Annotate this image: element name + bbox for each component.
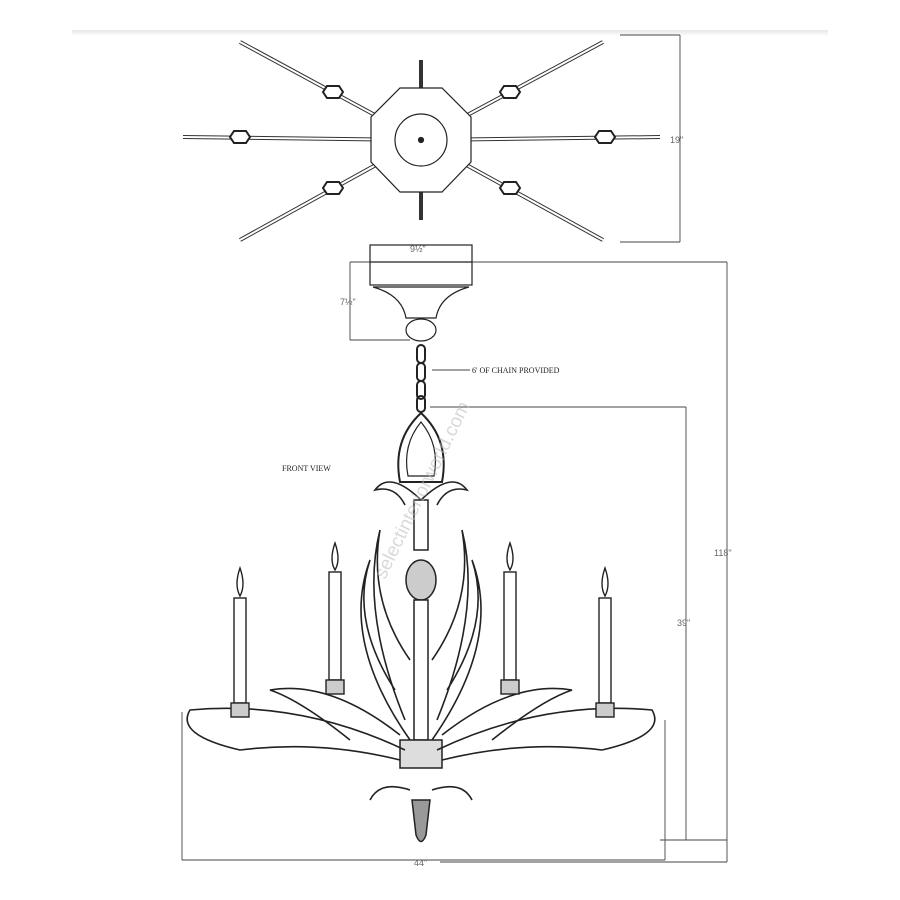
page-top-rule [72,30,828,36]
front-view-label: FRONT VIEW [282,464,331,473]
canopy [369,244,473,286]
dimension-body-height: 39" [677,618,690,628]
center-stem [399,499,443,843]
top-view-candle-cups [228,85,617,195]
watermark: selectinteriorworld.com [371,398,475,582]
leaf-scrolls [186,481,656,801]
canopy-bell [372,286,470,319]
hanging-loop [397,411,445,483]
dimension-lines [181,34,728,863]
dimension-top-depth: 19" [670,135,683,145]
dimension-overall-height: 118" [714,548,732,558]
dimension-width: 44" [414,858,427,868]
dimension-canopy-width: 9½" [410,244,426,254]
front-view [186,244,656,843]
chain [416,344,426,413]
candles [230,540,615,718]
chain-note: 6' OF CHAIN PROVIDED [472,366,560,375]
top-view [182,40,661,242]
dimension-canopy-height: 7½" [340,297,356,307]
